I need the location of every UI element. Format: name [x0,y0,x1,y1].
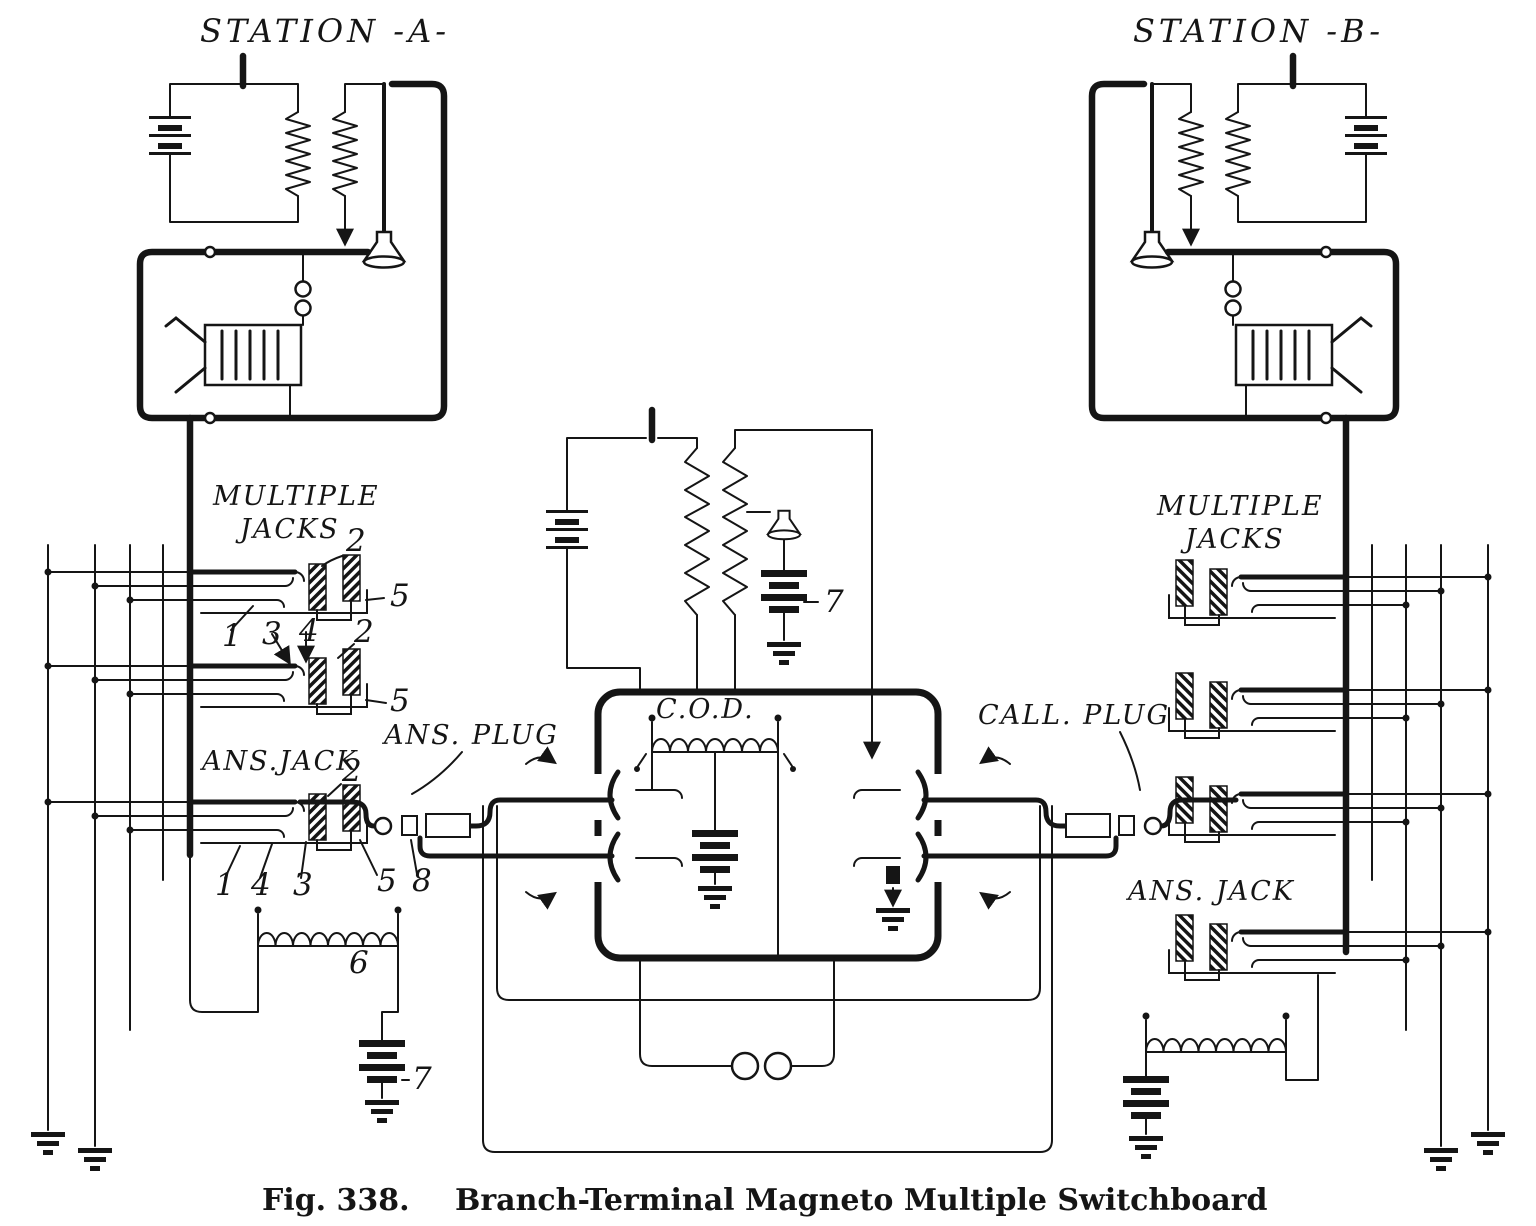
multiple-jacks-left-label-line2: JACKS [235,514,340,545]
call-plug [921,797,1239,859]
figure-title: Branch-Terminal Magneto Multiple Switchb… [455,1183,1267,1218]
ans-jack-right-label: ANS. JACK [1125,876,1295,907]
multiple-jacks-left-label-line1: MULTIPLE [212,481,380,512]
station-a-circuit [136,52,448,859]
contact-block [886,866,900,884]
part-number-2-ansjack: 2 [341,753,362,789]
cord-circuit-block [525,688,1011,962]
part-number-5-ansjack: 5 [377,863,397,899]
answer-jack-right [1169,915,1345,980]
plug-tip [373,816,393,836]
plug-body [1065,813,1111,838]
call-plug-label: CALL. PLUG [978,700,1170,731]
plug-tip [1143,816,1163,836]
ringer-coil [730,1051,760,1081]
part-number-2-jack2: 2 [353,614,374,650]
part-number-7-left: 7 [412,1061,432,1097]
cod-label: C.O.D. [656,694,755,725]
part-number-1: 1 [222,618,242,654]
multiple-jacks-right-label-line1: MULTIPLE [1156,491,1324,522]
cord-loops [482,805,1053,1153]
plug-collar [401,815,418,836]
part-number-4-ansjack: 4 [250,867,271,903]
line-bus-left [31,544,192,1171]
part-number-4: 4 [298,613,319,649]
plug-collar [1118,815,1135,836]
part-number-6-coil: 6 [349,945,369,981]
line-bus-right [1344,544,1505,1171]
condenser-left [359,1040,405,1123]
multiple-jacks-right-label-line2: JACKS [1180,524,1285,555]
magneto-generator-a [164,316,303,394]
leader-lines [224,555,1141,1081]
station-a-label: STATION -A- [200,12,450,50]
part-number-2-jack1: 2 [345,523,366,559]
part-number-5-jack1: 5 [390,578,410,614]
operator-circuit [546,406,881,760]
answer-jack-left [191,785,367,850]
station-b-label: STATION -B- [1133,12,1384,50]
clearing-out-drop [634,714,796,957]
part-number-3: 3 [262,616,282,652]
plug-body [425,813,471,838]
answer-plug [297,797,615,859]
retardation-coil-left [189,851,402,1041]
figure-number: Fig. 338. [262,1183,410,1218]
ans-plug-label: ANS. PLUG [381,720,559,751]
retardation-coil-right [1123,974,1319,1159]
ans-jack-left-label: ANS.JACK [199,746,358,777]
part-number-3-ansjack: 3 [293,867,313,903]
part-number-7-center: 7 [824,584,844,620]
part-number-8-plug: 8 [412,863,432,899]
magneto-generator-b [1234,316,1373,394]
ringer-coil [763,1051,793,1081]
station-b-circuit [1088,52,1400,956]
part-number-1-ansjack: 1 [215,867,235,903]
part-number-5-jack2: 5 [390,683,410,719]
